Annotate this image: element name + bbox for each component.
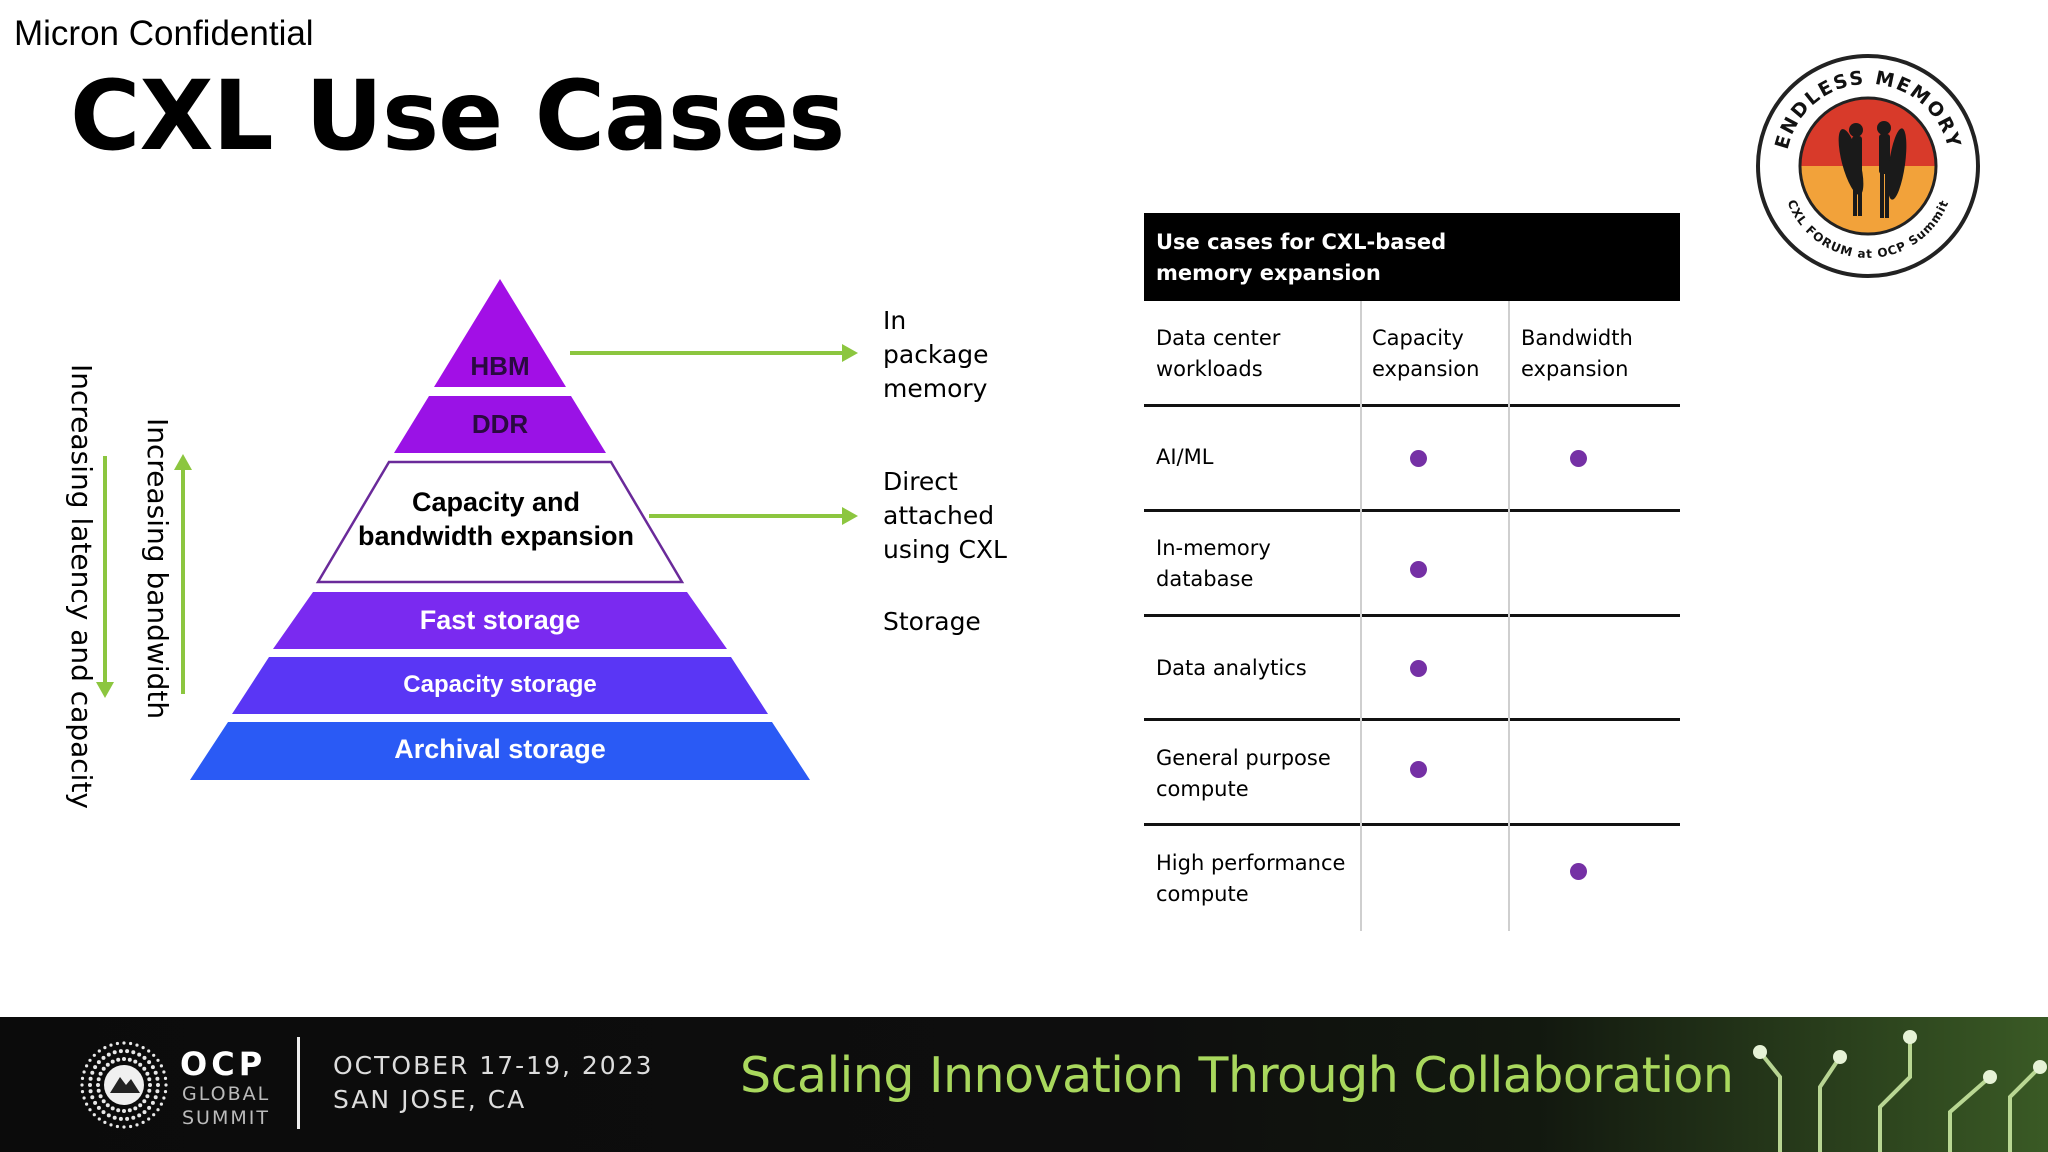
capacity-dot [1410, 450, 1427, 467]
capacity-dot [1410, 761, 1427, 778]
tier-label-capacity-storage: Capacity storage [403, 671, 596, 698]
use-cases-table: Use cases for CXL-based memory expansion… [1144, 213, 1680, 931]
bandwidth-dot [1570, 450, 1587, 467]
bandwidth-up-arrow [174, 454, 192, 694]
tier-label-hbm: HBM [470, 351, 529, 381]
row-label-data-analytics: Data analytics [1156, 656, 1307, 680]
ocp-global-text: GLOBAL [182, 1083, 271, 1105]
event-location: SAN JOSE, CA [333, 1085, 527, 1114]
storage-label: Storage [883, 607, 981, 636]
endless-memory-logo: ENDLESS MEMORY CXL FORUM at OCP Summit [1756, 54, 1980, 278]
in-package-memory-label: In package memory [883, 306, 989, 403]
arrow-expansion-to-direct [649, 507, 858, 525]
column-divider [1360, 301, 1362, 931]
bandwidth-dot [1570, 863, 1587, 880]
ocp-wordmark: OCP [180, 1045, 267, 1083]
bandwidth-axis-label: Increasing bandwidth [141, 418, 174, 720]
footer-divider [297, 1037, 300, 1129]
tier-expansion [315, 460, 685, 584]
column-header-capacity: Capacity expansion [1372, 326, 1480, 381]
tier-label-fast-storage: Fast storage [420, 605, 581, 635]
direct-attached-label: Direct attached using CXL [883, 467, 1007, 564]
row-label-in-memory-database: In-memory database [1156, 536, 1271, 591]
table-divider [1144, 823, 1680, 826]
confidential-label: Micron Confidential [14, 14, 314, 53]
capacity-dot [1410, 561, 1427, 578]
tier-fast-storage [273, 592, 727, 649]
ocp-summit-text: SUMMIT [182, 1107, 270, 1129]
event-tagline: Scaling Innovation Through Collaboration [740, 1047, 1734, 1104]
latency-capacity-axis-label: Increasing latency and capacity [65, 364, 98, 810]
table-divider [1144, 509, 1680, 512]
table-divider [1144, 614, 1680, 617]
page-title: CXL Use Cases [70, 60, 845, 172]
tier-label-ddr: DDR [472, 409, 529, 439]
column-header-bandwidth: Bandwidth expansion [1521, 326, 1633, 381]
footer-banner: OCP GLOBAL SUMMIT OCTOBER 17-19, 2023 SA… [0, 1017, 2048, 1152]
table-title: Use cases for CXL-based memory expansion [1144, 213, 1680, 301]
event-date: OCTOBER 17-19, 2023 [333, 1051, 654, 1080]
arrow-hbm-to-in-package [570, 344, 858, 362]
table-divider [1144, 404, 1680, 407]
axis-arrows [96, 454, 192, 698]
pointer-arrows [570, 344, 858, 525]
row-label-ai-ml: AI/ML [1156, 445, 1214, 469]
tier-archival-storage [190, 722, 810, 780]
column-header-workloads: Data center workloads [1156, 326, 1281, 381]
tier-capacity-storage [232, 657, 768, 714]
tier-hbm [434, 279, 566, 387]
latency-down-arrow [96, 456, 114, 698]
capacity-dot [1410, 660, 1427, 677]
row-label-general-purpose-compute: General purpose compute [1156, 746, 1331, 801]
tier-ddr [394, 396, 606, 453]
column-divider [1508, 301, 1510, 931]
tier-label-archival-storage: Archival storage [394, 734, 606, 764]
table-divider [1144, 718, 1680, 721]
circuit-decoration-icon [1753, 1030, 2047, 1152]
ocp-globe-icon [80, 1041, 168, 1129]
surfers-silhouette-icon [1838, 121, 1907, 218]
row-label-high-performance-compute: High performance compute [1156, 851, 1346, 906]
